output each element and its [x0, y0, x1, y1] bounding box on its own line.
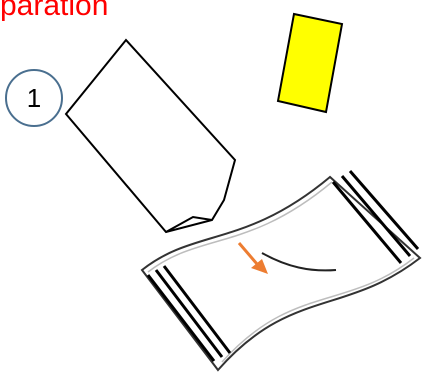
- step-marker-label: 1: [27, 83, 41, 113]
- right-edge-stripes: [331, 170, 420, 264]
- step-marker-circle: [5, 69, 63, 127]
- placement-arrow-icon: [237, 242, 268, 274]
- step-marker: 1: [5, 69, 63, 127]
- curved-membrane-sheet-icon: [140, 175, 422, 372]
- section-title: paration: [0, 0, 109, 22]
- left-edge-stripes: [146, 265, 232, 362]
- sample-cassette-icon: [64, 38, 237, 234]
- yellow-card-icon: [276, 12, 344, 114]
- sample-line: [261, 252, 337, 272]
